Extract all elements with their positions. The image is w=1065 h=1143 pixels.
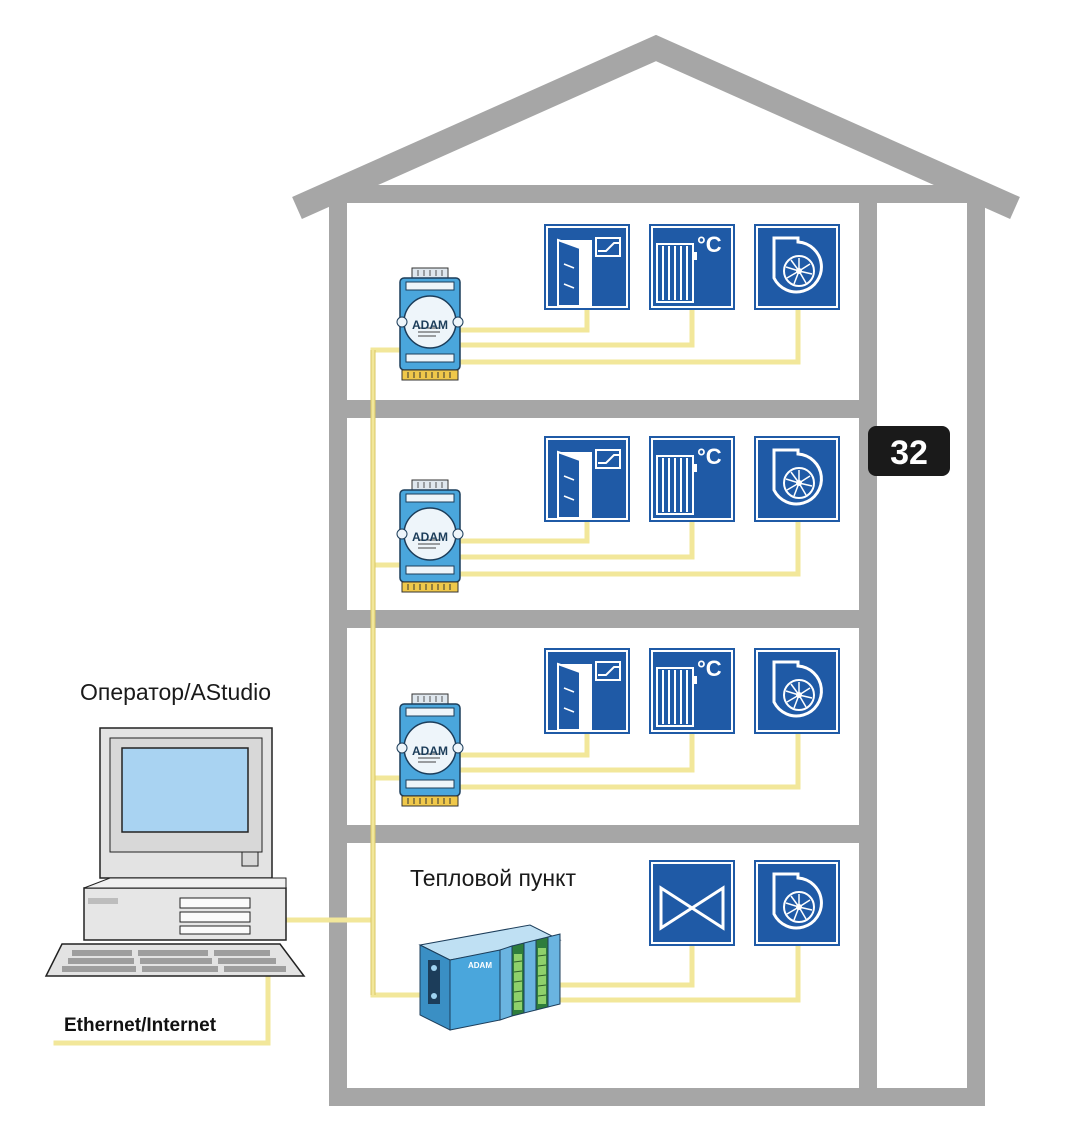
heat-point-label: Тепловой пункт (410, 865, 576, 891)
house (292, 34, 1020, 1106)
fan-icon[interactable] (752, 434, 842, 524)
fan-icon[interactable] (752, 222, 842, 312)
adam-brand-label: ADAM (412, 318, 448, 332)
floor-4: °C (396, 222, 842, 381)
adam-brand-labels: ADAM ADAM ADAM (412, 318, 448, 758)
page-number: 32 (890, 434, 928, 472)
radiator-icon[interactable] (648, 647, 736, 735)
floor-2: °C (396, 646, 842, 807)
door-sensor-icon[interactable] (543, 435, 631, 523)
floor-3: °C (396, 434, 842, 593)
controller-brand-label: ADAM (468, 961, 492, 970)
radiator-icon[interactable] (648, 435, 736, 523)
adam-brand-label: ADAM (412, 530, 448, 544)
temp-unit-label: °C (697, 444, 722, 469)
monitor (99, 727, 273, 891)
ground-floor: Тепловой пункт ADAM (410, 858, 842, 1031)
operator-workstation[interactable]: Оператор/AStudio (44, 679, 306, 977)
keyboard (44, 943, 306, 977)
cables (53, 307, 801, 1046)
door-sensor-icon[interactable] (543, 223, 631, 311)
door-sensor-icon[interactable] (543, 647, 631, 735)
monitor-screen (121, 747, 249, 833)
cable-outlines (370, 350, 376, 995)
temp-unit-label: °C (697, 232, 722, 257)
page-number-badge: 32 (868, 426, 950, 476)
network-label: Ethernet/Internet (64, 1015, 217, 1036)
temp-unit-label: °C (697, 656, 722, 681)
valve-icon[interactable] (647, 858, 737, 948)
adam-brand-label: ADAM (412, 744, 448, 758)
fan-icon[interactable] (752, 858, 842, 948)
adam-controller-rack[interactable]: ADAM (418, 924, 562, 1031)
operator-label: Оператор/AStudio (80, 679, 271, 705)
system-unit (83, 877, 287, 941)
house-roof (292, 34, 1020, 219)
radiator-icon[interactable] (648, 223, 736, 311)
fan-icon[interactable] (752, 646, 842, 736)
